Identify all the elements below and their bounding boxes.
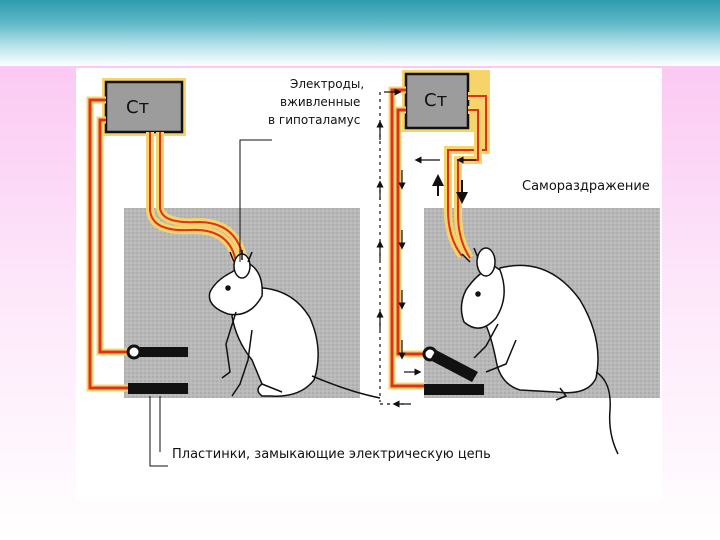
current-flow-arrows — [376, 88, 476, 408]
plates-left — [126, 344, 188, 394]
header-band — [0, 0, 720, 66]
plates-label: Пластинки, замыкающие электрическую цепь — [172, 447, 491, 462]
electrodes-callout: Электроды, вживленные в гипоталамус — [239, 77, 364, 262]
electrodes-label-line3: в гипоталамус — [268, 113, 360, 127]
rat-right — [460, 247, 619, 455]
stimulator-left-label: Ст — [126, 97, 149, 118]
plates-right — [422, 346, 484, 395]
self-stimulation-label: Самораздражение — [522, 179, 650, 194]
wires-left — [86, 96, 248, 392]
rat-left — [208, 250, 381, 399]
plates-callout: Пластинки, замыкающие электрическую цепь — [149, 396, 491, 467]
stimulator-right-label: Ст — [424, 90, 447, 111]
electrodes-label-line1: Электроды, — [290, 77, 364, 91]
stimulator-left: Ст — [102, 78, 186, 136]
electrodes-label-line2: вживленные — [280, 95, 360, 109]
